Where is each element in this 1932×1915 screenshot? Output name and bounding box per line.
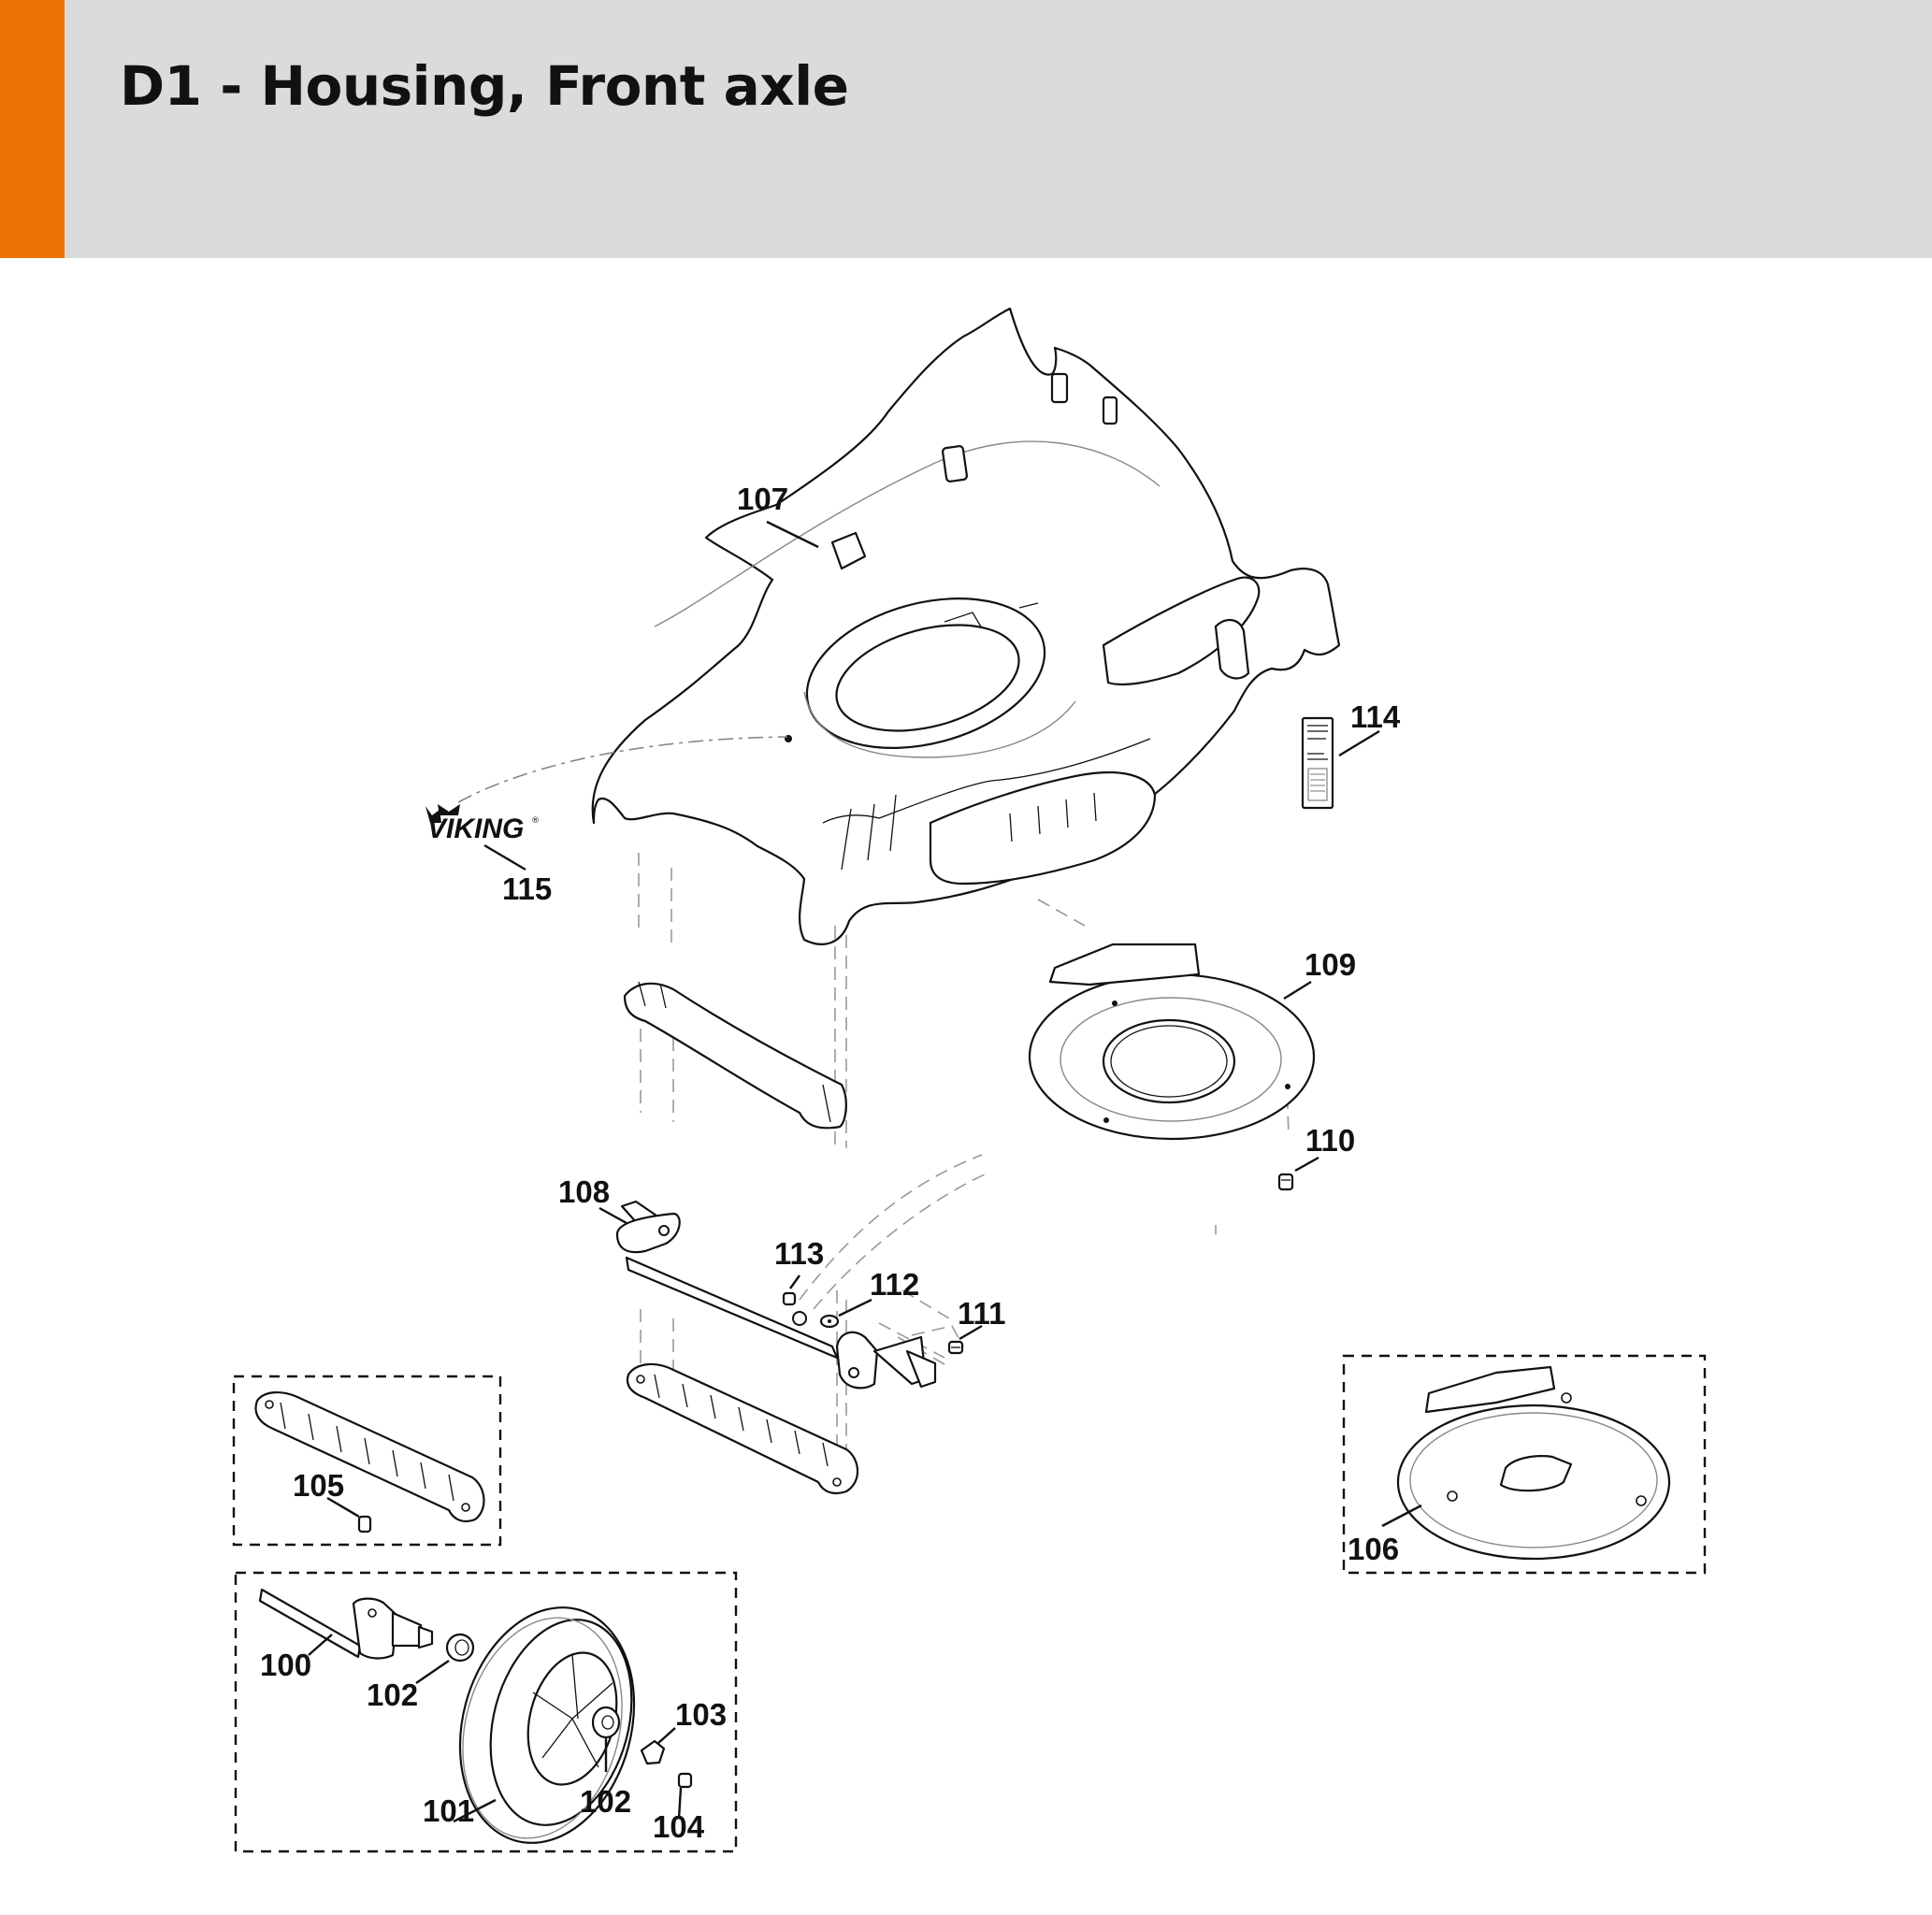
ghost-guide-strip bbox=[799, 1154, 988, 1310]
leader-113 bbox=[789, 1274, 800, 1289]
callout-110: 110 bbox=[1305, 1123, 1355, 1158]
screw-110 bbox=[1277, 1173, 1294, 1191]
axle-stub-100 bbox=[258, 1588, 434, 1660]
leader-106 bbox=[1381, 1504, 1422, 1528]
callout-104: 104 bbox=[653, 1809, 705, 1844]
header-band bbox=[0, 0, 1932, 258]
callout-109: 109 bbox=[1305, 947, 1356, 982]
leader-115 bbox=[483, 843, 526, 871]
deflector-plate-109 bbox=[1028, 943, 1316, 1141]
leader-102a bbox=[415, 1660, 450, 1684]
leader-104 bbox=[677, 1787, 683, 1820]
lower-guide-rail bbox=[626, 1362, 859, 1495]
screw-104 bbox=[677, 1772, 693, 1789]
header-accent-bar bbox=[0, 0, 65, 258]
callout-106: 106 bbox=[1348, 1532, 1399, 1566]
leader-111 bbox=[959, 1324, 983, 1341]
leader-114 bbox=[1338, 729, 1380, 757]
nut-113 bbox=[782, 1291, 807, 1326]
viking-logo-115: VIKING ® bbox=[425, 804, 540, 844]
leader-101 bbox=[453, 1798, 497, 1823]
page-title: D1 - Housing, Front axle bbox=[120, 54, 849, 118]
hub-cap-103 bbox=[640, 1739, 666, 1765]
leader-108 bbox=[598, 1206, 627, 1225]
front-axle-108 bbox=[615, 1200, 937, 1389]
callout-101: 101 bbox=[423, 1793, 474, 1828]
washer-112 bbox=[819, 1314, 840, 1329]
callout-105: 105 bbox=[293, 1468, 344, 1503]
guide-rail-detail-105 bbox=[254, 1391, 485, 1523]
bearing-102-left bbox=[445, 1633, 475, 1663]
leader-115-dashed bbox=[457, 736, 788, 803]
leader-105 bbox=[326, 1496, 360, 1519]
leader-109 bbox=[1283, 980, 1312, 1001]
assembly-guide-lines bbox=[638, 853, 1290, 1454]
screw-105 bbox=[357, 1515, 372, 1533]
housing-107 bbox=[591, 307, 1341, 945]
callout-111: 111 bbox=[958, 1296, 1005, 1331]
callout-102b: 102 bbox=[580, 1784, 631, 1819]
leader-107 bbox=[766, 520, 819, 549]
wheel-101 bbox=[458, 1606, 636, 1844]
deflector-plate-detail-106 bbox=[1396, 1365, 1671, 1561]
callout-107: 107 bbox=[737, 482, 788, 516]
leader-112 bbox=[838, 1298, 872, 1317]
callout-100: 100 bbox=[260, 1648, 311, 1682]
screw-111 bbox=[947, 1340, 964, 1355]
callout-113: 113 bbox=[774, 1236, 824, 1271]
callout-103: 103 bbox=[675, 1697, 727, 1732]
leader-103 bbox=[656, 1727, 676, 1745]
svg-text:®: ® bbox=[531, 816, 540, 826]
detail-box-105 bbox=[232, 1375, 502, 1547]
callout-115: 115 bbox=[502, 871, 552, 906]
callout-108: 108 bbox=[558, 1174, 610, 1209]
leader-110 bbox=[1294, 1156, 1319, 1173]
callout-102a: 102 bbox=[367, 1677, 418, 1712]
label-sticker-114 bbox=[1301, 716, 1334, 810]
leader-100 bbox=[308, 1634, 333, 1656]
viking-logo-text: VIKING bbox=[427, 814, 524, 844]
callout-114: 114 bbox=[1350, 699, 1401, 734]
detail-box-106 bbox=[1342, 1354, 1707, 1575]
callout-112: 112 bbox=[870, 1267, 919, 1302]
upper-guide-rail bbox=[623, 981, 847, 1130]
detail-box-wheel bbox=[234, 1571, 738, 1853]
